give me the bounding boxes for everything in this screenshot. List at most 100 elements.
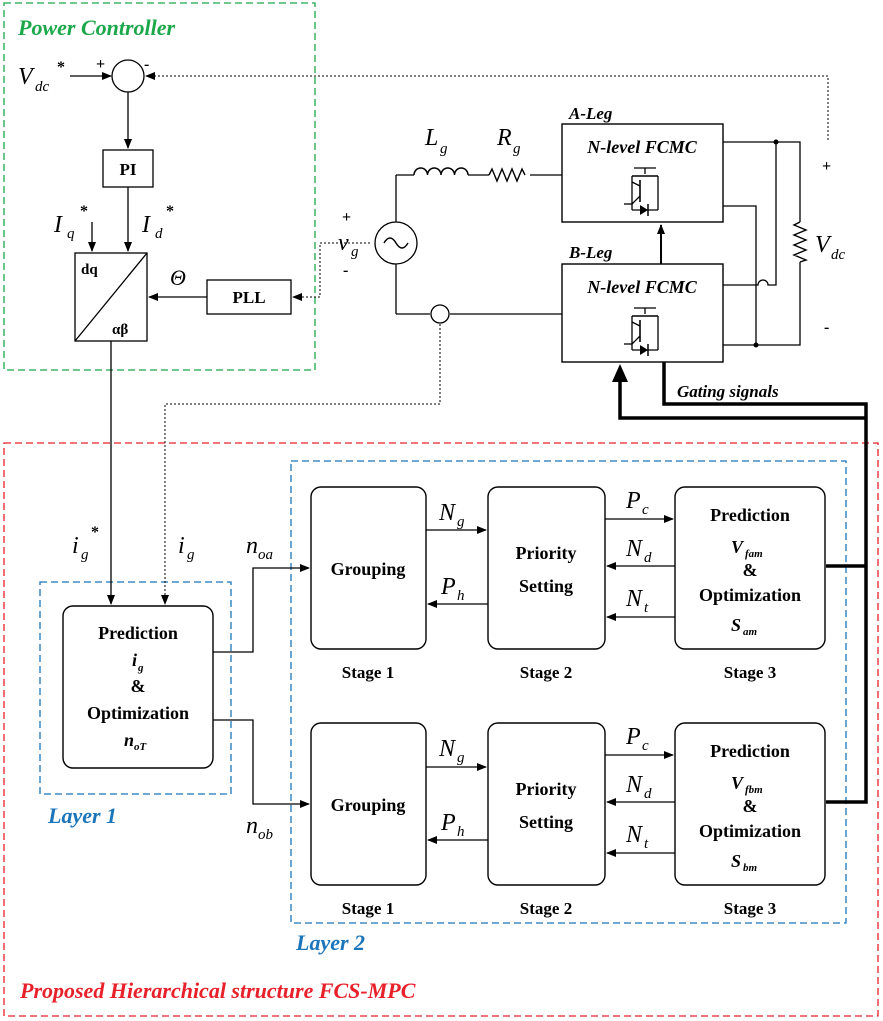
lg-symbol: L xyxy=(424,125,438,151)
vdc-ref-symbol: V xyxy=(18,64,35,90)
inductor-lg xyxy=(413,167,469,176)
stage3-v-symbol: V xyxy=(731,537,745,557)
ig-subscript: g xyxy=(187,547,195,563)
grouping-label: Grouping xyxy=(331,795,406,815)
stage3-prediction-block xyxy=(674,722,826,886)
a-leg-fcmc-label: N-level FCMC xyxy=(586,137,697,157)
iq-ref-subscript: q xyxy=(67,226,75,242)
stage3-optimization-label: Optimization xyxy=(699,821,801,841)
a-leg-fcmc-block xyxy=(561,123,724,223)
layer2-label: Layer 2 xyxy=(295,930,365,955)
lg-subscript: g xyxy=(440,141,448,157)
grouping-block xyxy=(310,722,427,886)
vdc-feedback-line xyxy=(145,72,829,140)
pll-block xyxy=(206,279,292,315)
stage3-v-subscript: fam xyxy=(745,548,763,560)
grouping-block xyxy=(310,486,427,650)
layer2-box xyxy=(290,460,847,924)
ph-symbol: P xyxy=(440,574,456,600)
pll-label: PLL xyxy=(232,288,265,307)
vdc-minus: - xyxy=(824,319,829,336)
vg-symbol: v xyxy=(338,230,349,256)
dc-bus-positive xyxy=(723,141,801,222)
stage1-label: Stage 1 xyxy=(342,899,394,918)
summing-junction xyxy=(111,59,145,93)
gating-bus-main xyxy=(662,362,868,804)
noa-subscript: oa xyxy=(258,547,273,563)
nd-subscript: d xyxy=(644,786,652,802)
pi-block xyxy=(102,149,154,188)
id-ref-subscript: d xyxy=(155,226,163,242)
priority-label: Priority xyxy=(516,779,577,799)
gating-arrow-head xyxy=(612,364,628,382)
dq-label: dq xyxy=(81,262,98,278)
sum-minus: - xyxy=(144,56,149,73)
ig-ref-subscript: g xyxy=(81,547,89,563)
dc-bus-negative xyxy=(723,262,801,346)
pc-subscript: c xyxy=(642,502,649,518)
stage3-ampersand: & xyxy=(743,560,758,580)
alphabeta-label: αβ xyxy=(112,322,128,338)
grouping-label: Grouping xyxy=(331,559,406,579)
ng-subscript: g xyxy=(457,750,465,766)
noa-arrow xyxy=(213,564,310,653)
ng-subscript: g xyxy=(457,514,465,530)
stage2-label: Stage 2 xyxy=(520,663,572,682)
priority-setting-block xyxy=(487,722,606,886)
vg-plus: + xyxy=(342,209,351,226)
power-controller-title: Power Controller xyxy=(17,15,176,40)
priority-label: Priority xyxy=(516,543,577,563)
noa-symbol: n xyxy=(246,533,258,559)
pi-label: PI xyxy=(120,160,137,179)
vg-minus: - xyxy=(343,262,348,279)
vdc-plus: + xyxy=(822,158,831,175)
stage3-s-symbol: S xyxy=(731,851,741,871)
nt-subscript: t xyxy=(644,600,649,616)
gating-signals-label: Gating signals xyxy=(677,382,779,401)
layer2-row-b: Grouping Priority Setting Prediction V f… xyxy=(310,722,826,918)
layer1-out-symbol: n xyxy=(124,730,134,750)
layer1-label: Layer 1 xyxy=(47,803,117,828)
ig-ref-symbol: i xyxy=(72,533,79,559)
current-sensor xyxy=(430,304,450,324)
hierarchical-box xyxy=(3,442,879,1017)
nd-subscript: d xyxy=(644,550,652,566)
resistor-rg xyxy=(488,167,526,183)
iq-ref-symbol: I xyxy=(53,212,63,238)
a-leg-dc-minus xyxy=(723,205,757,345)
vdc-symbol: V xyxy=(815,232,832,258)
ig-measurement-line xyxy=(161,324,441,605)
stage3-ampersand: & xyxy=(743,796,758,816)
layer2-row-a: Grouping Priority Setting Prediction V f… xyxy=(310,486,826,682)
stage3-label: Stage 3 xyxy=(724,899,776,918)
nob-arrow xyxy=(213,719,310,808)
igbt-icon xyxy=(624,307,659,356)
vdc-subscript: dc xyxy=(831,247,846,263)
dq-alphabeta-diagonal xyxy=(74,252,148,342)
layer1-ampersand: & xyxy=(131,676,146,696)
stage3-s-subscript: am xyxy=(743,626,758,638)
node-dot xyxy=(773,139,779,145)
ph-subscript: h xyxy=(457,824,465,840)
power-controller-box xyxy=(3,2,316,371)
ph-subscript: h xyxy=(457,588,465,604)
sum-plus: + xyxy=(96,56,105,73)
layer1-var-subscript: g xyxy=(137,662,144,674)
stage3-label: Stage 3 xyxy=(724,663,776,682)
vdc-ref-star: * xyxy=(57,59,65,76)
nt-subscript: t xyxy=(644,836,649,852)
pc-subscript: c xyxy=(642,738,649,754)
stage3-prediction-block xyxy=(674,486,826,650)
nd-symbol: N xyxy=(625,772,644,798)
ig-symbol: i xyxy=(178,533,185,559)
ph-symbol: P xyxy=(440,810,456,836)
stage3-v-symbol: V xyxy=(731,773,745,793)
layer1-prediction-block xyxy=(62,605,214,769)
nt-symbol: N xyxy=(625,822,644,848)
b-leg-fcmc-block xyxy=(561,263,724,363)
iq-ref-star: * xyxy=(80,203,88,220)
vg-subscript: g xyxy=(351,244,359,260)
pc-symbol: P xyxy=(625,724,641,750)
rg-symbol: R xyxy=(496,125,512,151)
